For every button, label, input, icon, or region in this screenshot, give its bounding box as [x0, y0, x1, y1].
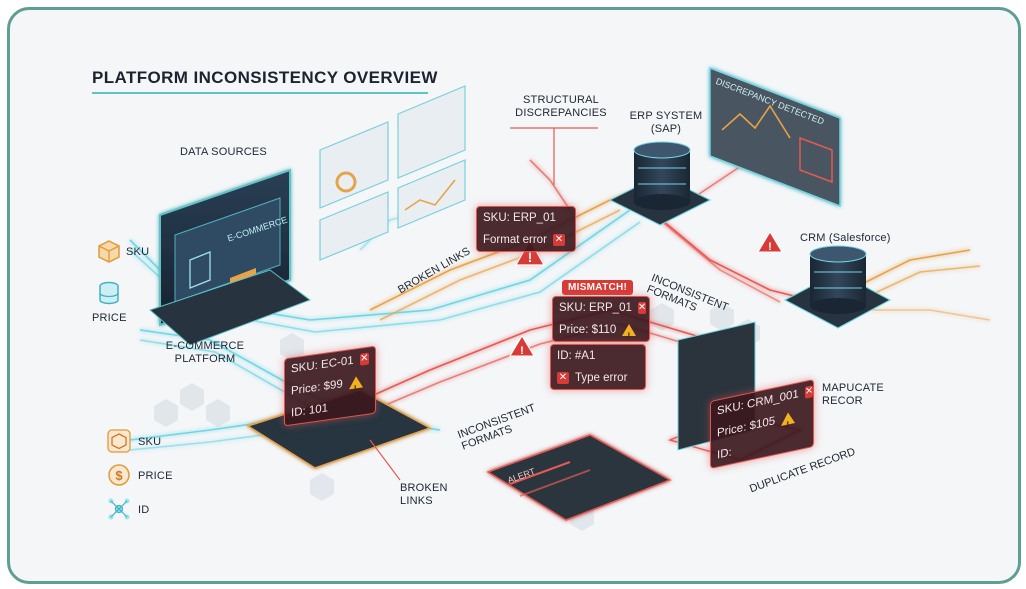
ecommerce-record-card: SKU: EC-01 ✕ Price: $99 ID: 101 — [284, 345, 376, 427]
erp-card-status-row: Format error ✕ — [483, 229, 569, 251]
dollar-icon: $ — [106, 462, 132, 488]
ecommerce-monitor-illustration — [149, 168, 312, 346]
hexagon-pattern — [154, 303, 760, 531]
mismatch-sku: SKU: ERP_01 — [559, 302, 632, 314]
svg-text:!: ! — [528, 249, 533, 265]
crm-database-illustration — [783, 245, 892, 329]
mismatch-price: Price: $110 — [559, 324, 617, 336]
alert-panel-illustration — [486, 434, 672, 521]
title-underline — [92, 92, 428, 94]
label-ecommerce-platform: E-COMMERCE PLATFORM — [165, 340, 245, 365]
close-icon: ✕ — [637, 302, 647, 314]
box-icon — [106, 428, 132, 454]
label-crm: CRM (Salesforce) — [800, 232, 891, 244]
warning-icon — [622, 324, 637, 347]
mismatch-sku-row: SKU: ERP_01 ✕ — [559, 297, 647, 319]
warning-triangles: ! ! ! — [509, 231, 783, 357]
page-title: PLATFORM INCONSISTENCY OVERVIEW — [92, 68, 438, 87]
erp-card-sku: SKU: ERP_01 — [483, 212, 556, 224]
close-icon: ✕ — [552, 234, 565, 246]
close-icon: ✕ — [557, 372, 569, 384]
label-structural-discrepancies: STRUCTURAL DISCREPANCIES — [515, 94, 607, 119]
svg-text:!: ! — [768, 241, 772, 253]
legend-bottom-label-sku: SKU — [138, 436, 162, 448]
close-icon: ✕ — [359, 352, 369, 366]
id-error-card: ID: #A1 ✕ Type error — [550, 344, 646, 390]
erp-database-illustration — [608, 141, 712, 226]
mismatch-badge: MISMATCH! — [562, 280, 634, 295]
network-icon — [106, 496, 132, 522]
svg-text:$: $ — [115, 468, 123, 483]
mismatch-price-row: Price: $110 — [559, 319, 643, 347]
dashboard-panels — [319, 85, 466, 261]
id-card-status: Type error — [575, 372, 628, 384]
svg-text:!: ! — [520, 345, 524, 357]
label-data-sources: DATA SOURCES — [180, 146, 267, 158]
diagram-frame: ! ! ! PLATFORM INCONSISTENCY OVERVIEW DA… — [7, 7, 1021, 584]
scene-illustration: ! ! ! — [129, 66, 991, 531]
erp-card-status: Format error — [483, 234, 547, 246]
close-icon: ✕ — [804, 385, 814, 399]
erp-error-card: SKU: ERP_01 Format error ✕ — [476, 206, 576, 252]
legend-top-label-sku: SKU — [126, 246, 150, 258]
legend-bottom-label-id: ID — [138, 504, 150, 516]
label-erp-system: ERP SYSTEM (SAP) — [629, 110, 703, 135]
legend-bottom-label-price: PRICE — [138, 470, 173, 482]
callout-lines — [369, 127, 598, 481]
id-card-id: ID: #A1 — [557, 350, 596, 362]
warning-icon — [348, 375, 363, 390]
legend-top-label-price: PRICE — [92, 312, 127, 324]
box-icon — [96, 238, 122, 264]
discrepancy-panel-illustration — [709, 66, 841, 208]
label-broken-links-bottom: BROKEN LINKS — [400, 482, 448, 507]
label-mapucate-record: MAPUCATE RECOR — [822, 382, 884, 407]
warning-icon — [781, 410, 796, 426]
mismatch-card: SKU: ERP_01 ✕ Price: $110 — [552, 296, 650, 347]
database-icon — [96, 280, 122, 306]
id-card-status-row: ✕ Type error — [557, 367, 639, 389]
